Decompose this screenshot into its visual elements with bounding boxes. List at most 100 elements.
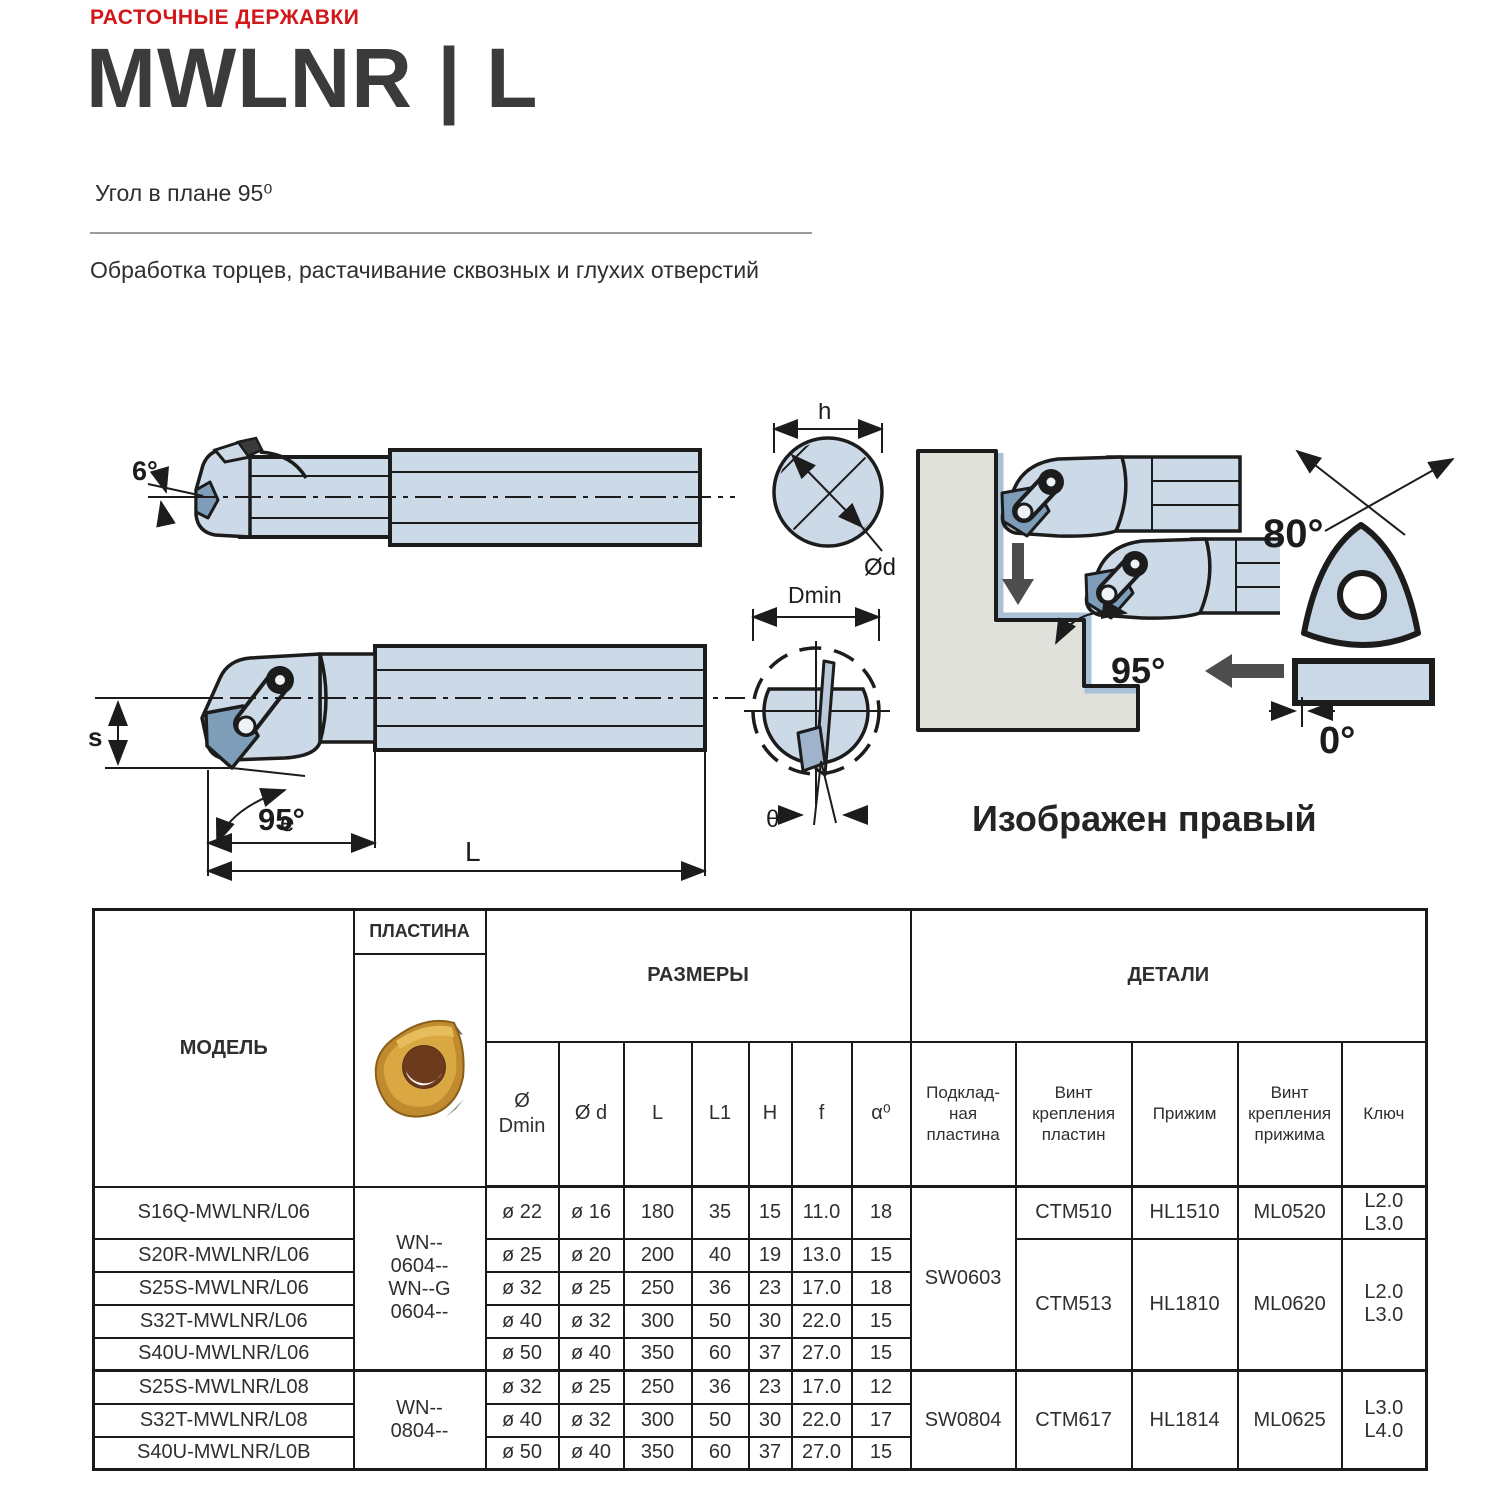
l-cell: 300: [622, 1402, 693, 1438]
header-l1: L1: [690, 1040, 750, 1188]
alpha-cell: 15: [850, 1303, 912, 1339]
f-cell: 22.0: [790, 1303, 853, 1339]
h-dimension-label: h: [818, 403, 831, 425]
shank-section-drawing: h Ød: [772, 403, 896, 581]
insert-photo-cell: [352, 952, 487, 1188]
f-cell: 27.0: [790, 1336, 853, 1372]
dmin-cell: ø 40: [484, 1402, 560, 1438]
h-cell: 37: [747, 1435, 793, 1471]
shank-diameter-label: Ød: [864, 554, 896, 581]
alpha-cell: 18: [850, 1270, 912, 1306]
clamp-screw-cell: ML0625: [1236, 1369, 1343, 1471]
l1-cell: 36: [690, 1270, 750, 1306]
insert-clearance-angle-label: 0°: [1319, 720, 1355, 762]
shim-cell: SW0804: [909, 1369, 1017, 1471]
page-title: MWLNR | L: [86, 31, 539, 125]
shim-cell: SW0603: [909, 1185, 1017, 1372]
d-cell: ø 25: [557, 1270, 625, 1306]
l-cell: 300: [622, 1303, 693, 1339]
plan-angle-subtitle: Угол в плане 95⁰: [95, 180, 273, 206]
feed-arrow-icon: [1205, 654, 1284, 688]
application-angle-label: 95°: [1111, 650, 1165, 691]
header-model: МОДЕЛЬ: [92, 908, 355, 1188]
header-f: f: [790, 1040, 853, 1188]
alpha-cell: 15: [850, 1336, 912, 1372]
header-details: ДЕТАЛИ: [909, 908, 1428, 1043]
l1-cell: 60: [690, 1435, 750, 1471]
tool-top-view-drawing: s 95° e L: [88, 644, 745, 881]
dmin-cell: ø 50: [484, 1336, 560, 1372]
f-cell: 11.0: [790, 1185, 853, 1240]
d-cell: ø 16: [557, 1185, 625, 1240]
tool-side-view-drawing: 6°: [132, 436, 735, 547]
rake-angle-label: 6°: [132, 456, 158, 486]
d-cell: ø 25: [557, 1369, 625, 1405]
model-cell: S25S-MWLNR/L06: [92, 1270, 355, 1306]
divider-line: [90, 232, 812, 234]
l1-cell: 36: [690, 1369, 750, 1405]
dmin-cell: ø 32: [484, 1369, 560, 1405]
header-dimensions: РАЗМЕРЫ: [484, 908, 912, 1043]
l-dimension-label: L: [465, 836, 481, 867]
model-cell: S40U-MWLNR/L06: [92, 1336, 355, 1372]
application-description: Обработка торцев, растачивание сквозных …: [90, 257, 760, 283]
dmin-cell: ø 50: [484, 1435, 560, 1471]
alpha-cell: 15: [850, 1237, 912, 1273]
header-d: Ø d: [557, 1040, 625, 1188]
spec-table: МОДЕЛЬ ПЛАСТИНА РАЗМЕРЫ ДЕТАЛИ: [92, 908, 1429, 1471]
clamp-cell: HL1810: [1130, 1237, 1239, 1372]
model-cell: S40U-MWLNR/L0B: [92, 1435, 355, 1471]
l-cell: 200: [622, 1237, 693, 1273]
header-key: Ключ: [1340, 1040, 1428, 1188]
alpha-cell: 17: [850, 1402, 912, 1438]
d-cell: ø 20: [557, 1237, 625, 1273]
header-shim: Подклад- ная пластина: [909, 1040, 1017, 1188]
clamp-screw-cell: ML0620: [1236, 1237, 1343, 1372]
header-dmin: Ø Dmin: [484, 1040, 560, 1188]
model-cell: S32T-MWLNR/L08: [92, 1402, 355, 1438]
clamp-cell: HL1814: [1130, 1369, 1239, 1471]
dmin-cell: ø 22: [484, 1185, 560, 1240]
model-cell: S32T-MWLNR/L06: [92, 1303, 355, 1339]
insert-corner-angle-label: 80°: [1263, 512, 1324, 556]
key-cell: L2.0 L3.0: [1340, 1185, 1428, 1240]
e-dimension-label: e: [280, 807, 294, 837]
model-cell: S16Q-MWLNR/L06: [92, 1185, 355, 1240]
key-cell: L3.0 L4.0: [1340, 1369, 1428, 1471]
dmin-cell: ø 32: [484, 1270, 560, 1306]
clamp-screw-cell: ML0520: [1236, 1185, 1343, 1240]
plate-cell: WN-- 0804--: [352, 1369, 487, 1471]
header-clamp: Прижим: [1130, 1040, 1239, 1188]
d-cell: ø 32: [557, 1303, 625, 1339]
theta-angle-label: θ: [766, 806, 779, 833]
dmin-cell: ø 25: [484, 1237, 560, 1273]
header-alpha: α⁰: [850, 1040, 912, 1188]
plate-cell: WN-- 0604-- WN--G 0604--: [352, 1185, 487, 1372]
h-cell: 23: [747, 1369, 793, 1405]
model-cell: S20R-MWLNR/L06: [92, 1237, 355, 1273]
application-drawing: 95°: [916, 443, 1280, 732]
l1-cell: 60: [690, 1336, 750, 1372]
screw-cell: CTM617: [1014, 1369, 1133, 1471]
screw-cell: CTM510: [1014, 1185, 1133, 1240]
f-cell: 22.0: [790, 1402, 853, 1438]
clamp-cell: HL1510: [1130, 1185, 1239, 1240]
d-cell: ø 32: [557, 1402, 625, 1438]
s-dimension-label: s: [88, 722, 102, 752]
category-label: РАСТОЧНЫЕ ДЕРЖАВКИ: [90, 6, 360, 29]
dmin-cell: ø 40: [484, 1303, 560, 1339]
f-cell: 17.0: [790, 1369, 853, 1405]
alpha-cell: 15: [850, 1435, 912, 1471]
header-h: H: [747, 1040, 793, 1188]
f-cell: 27.0: [790, 1435, 853, 1471]
f-cell: 17.0: [790, 1270, 853, 1306]
alpha-cell: 18: [850, 1185, 912, 1240]
header-l: L: [622, 1040, 693, 1188]
hand-note-caption: Изображен правый: [972, 798, 1317, 839]
lead-angle-label: 95°: [258, 802, 305, 837]
h-cell: 19: [747, 1237, 793, 1273]
f-cell: 13.0: [790, 1237, 853, 1273]
bore-section-drawing: Dmin θ: [744, 583, 890, 833]
l1-cell: 35: [690, 1185, 750, 1240]
key-cell: L2.0 L3.0: [1340, 1237, 1428, 1372]
